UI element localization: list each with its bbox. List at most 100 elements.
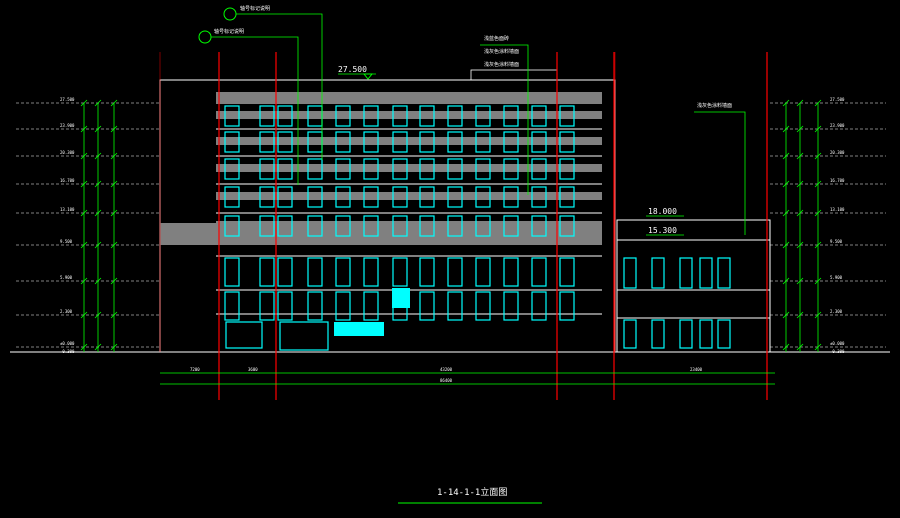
window-tall [559, 257, 575, 287]
window [531, 186, 547, 208]
window-tall [277, 257, 293, 287]
level-label-left: 2.300 [60, 309, 73, 314]
window-tall [419, 291, 435, 321]
window [531, 215, 547, 237]
window [307, 215, 323, 237]
window [559, 215, 575, 237]
dimension-tick [782, 152, 790, 160]
window [475, 186, 491, 208]
annex-window [651, 257, 665, 289]
dimension-tick [782, 241, 790, 249]
dimension-tick [80, 311, 88, 319]
window [259, 215, 275, 237]
level-label-right: 20.300 [830, 150, 845, 155]
wall-band [216, 192, 602, 200]
dimension-tick [80, 125, 88, 133]
dimension-tick [814, 152, 822, 160]
window-tall [475, 257, 491, 287]
window [224, 105, 240, 127]
level-label-right: 23.900 [830, 123, 845, 128]
dimension-tick [110, 311, 118, 319]
dimension-tick [796, 209, 804, 217]
window-tall [259, 291, 275, 321]
window [363, 131, 379, 153]
dimension-tick [782, 125, 790, 133]
dimension-tick [814, 125, 822, 133]
dimension-tick [94, 277, 102, 285]
dimension-tick [110, 125, 118, 133]
wall-band [216, 221, 602, 229]
level-label-left: 5.900 [60, 275, 73, 280]
annex-window [717, 319, 731, 349]
annex-window [679, 319, 693, 349]
dimension-tick [80, 99, 88, 107]
window [259, 186, 275, 208]
level-label-left: 27.500 [60, 97, 75, 102]
annotation-leaders [198, 7, 746, 236]
elevation-mark [362, 73, 374, 80]
window [503, 105, 519, 127]
dimension-tick [94, 152, 102, 160]
level-label-right: -0.300 [830, 349, 845, 354]
window [503, 215, 519, 237]
window [559, 131, 575, 153]
dimension-tick [94, 343, 102, 351]
window [335, 215, 351, 237]
dimension-tick [110, 209, 118, 217]
window [419, 105, 435, 127]
dimension-tick [110, 99, 118, 107]
window [503, 131, 519, 153]
level-label-left: 23.900 [60, 123, 75, 128]
level-label-left: 16.700 [60, 178, 75, 183]
window [363, 158, 379, 180]
annex-window [699, 257, 713, 289]
level-label-right: 13.100 [830, 207, 845, 212]
window [277, 215, 293, 237]
annex-window [623, 319, 637, 349]
dimension-tick [110, 180, 118, 188]
dimension-tick [110, 152, 118, 160]
glass-panel [392, 288, 410, 308]
window-tall [559, 291, 575, 321]
left-dimension-chain [80, 99, 118, 352]
window-tall [531, 257, 547, 287]
window [559, 105, 575, 127]
dimension-tick [80, 152, 88, 160]
dimension-tick [814, 99, 822, 107]
dimension-tick [94, 125, 102, 133]
dimension-tick [782, 343, 790, 351]
window [224, 131, 240, 153]
window-tall [503, 257, 519, 287]
window [392, 215, 408, 237]
window [503, 158, 519, 180]
dimension-tick [796, 152, 804, 160]
window [503, 186, 519, 208]
dimension-tick [94, 180, 102, 188]
dimension-tick [796, 125, 804, 133]
window [307, 158, 323, 180]
window-tall [335, 257, 351, 287]
window-tall [475, 291, 491, 321]
level-label-left: -0.300 [60, 349, 75, 354]
dimension-tick [782, 311, 790, 319]
note-label-2: 轴号标记说明 [214, 28, 244, 35]
window-tall [277, 291, 293, 321]
dimension-tick [110, 241, 118, 249]
window [277, 158, 293, 180]
window [475, 105, 491, 127]
window [447, 215, 463, 237]
drawing-title: 1-14-1-1立面图 [437, 486, 507, 498]
window-tall [363, 257, 379, 287]
dimension-tick [94, 311, 102, 319]
dimension-tick [796, 277, 804, 285]
dimension-tick [94, 209, 102, 217]
building-elevation [159, 69, 771, 353]
window-tall [363, 291, 379, 321]
window [531, 158, 547, 180]
level-label-left: 9.500 [60, 239, 73, 244]
window [475, 158, 491, 180]
window [363, 215, 379, 237]
window [447, 158, 463, 180]
dimension-tick [110, 277, 118, 285]
